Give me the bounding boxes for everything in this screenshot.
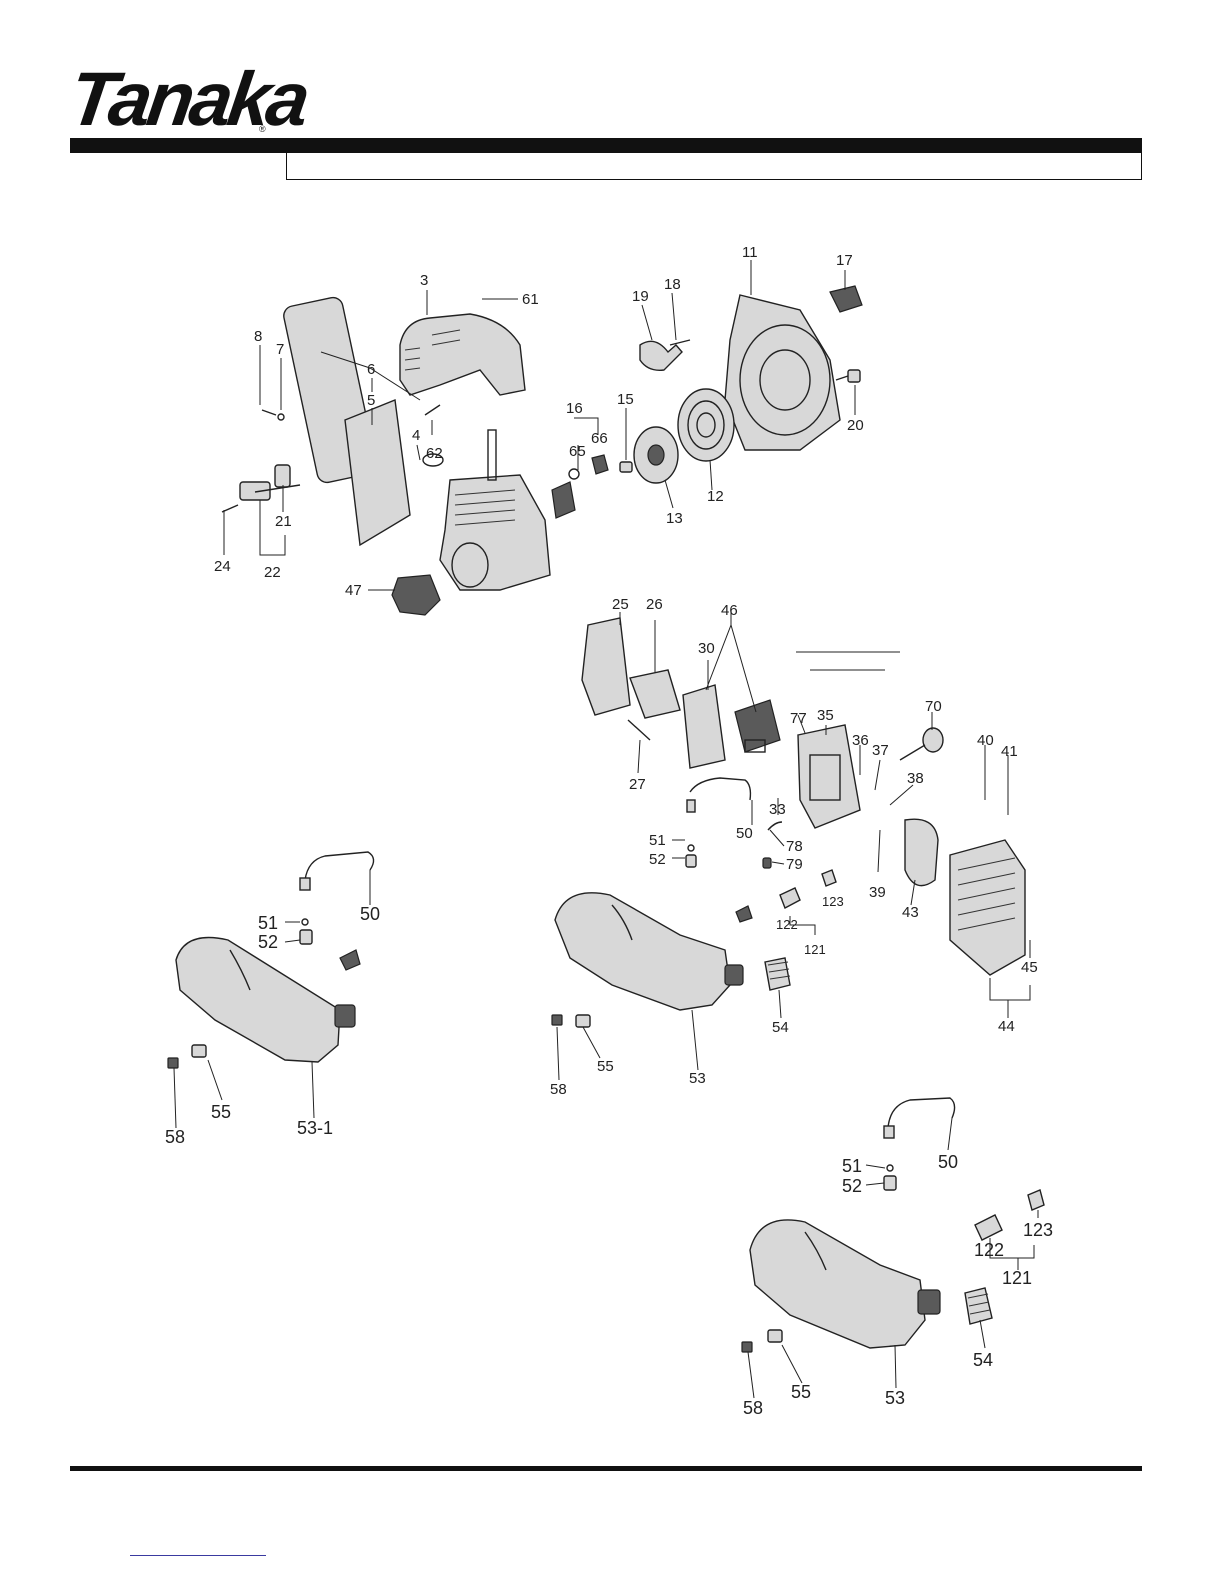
callout-label: 3 <box>420 272 428 289</box>
callout-label: 24 <box>214 558 231 575</box>
callout-label: 33 <box>769 801 786 818</box>
clutch-shoe-47 <box>392 575 440 615</box>
callout-label: 52 <box>258 932 278 952</box>
fuel-tank-53 <box>555 893 752 1010</box>
callout-label: 51 <box>649 832 666 849</box>
callout-label: 50 <box>360 904 380 924</box>
callout-label: 25 <box>612 596 629 613</box>
callout-label: 65 <box>569 443 586 460</box>
callout-label: 62 <box>426 445 443 462</box>
recoil-spring-12 <box>678 389 734 461</box>
callout-label: 51 <box>842 1156 862 1176</box>
callout-label: 17 <box>836 252 853 269</box>
callout-label: 26 <box>646 596 663 613</box>
callout-label: 20 <box>847 417 864 434</box>
callout-label: 52 <box>842 1176 862 1196</box>
callout-label: 16 <box>566 400 583 417</box>
callout-label: 8 <box>254 328 262 345</box>
callout-label: 52 <box>649 851 666 868</box>
starter-housing-11 <box>725 295 840 450</box>
callout-label: 22 <box>264 564 281 581</box>
callout-label: 30 <box>698 640 715 657</box>
callout-label: 6 <box>367 361 375 378</box>
callout-label: 15 <box>617 391 634 408</box>
starter-pulley-13 <box>634 427 678 483</box>
callout-label: 79 <box>786 856 803 873</box>
callout-label: 27 <box>629 776 646 793</box>
callout-label: 35 <box>817 707 834 724</box>
starter-pawl-16 <box>552 455 632 518</box>
callout-label: 11 <box>742 244 758 261</box>
callout-label: 66 <box>591 430 608 447</box>
callout-label: 122 <box>776 917 798 932</box>
callout-label: 50 <box>736 825 753 842</box>
callout-label: 13 <box>666 510 683 527</box>
callout-label: 58 <box>165 1127 185 1147</box>
callout-label: 53 <box>885 1388 905 1408</box>
choke-knob-70 <box>900 728 943 760</box>
fuel-line-bottom <box>884 1098 955 1138</box>
callout-label: 12 <box>707 488 724 505</box>
callout-label: 53 <box>689 1070 706 1087</box>
callout-label: 54 <box>772 1019 789 1036</box>
callout-label: 54 <box>973 1350 993 1370</box>
callout-label: 37 <box>872 742 889 759</box>
callout-label: 7 <box>276 341 284 358</box>
callout-label: 39 <box>869 884 886 901</box>
callout-label: 38 <box>907 770 924 787</box>
callout-label: 78 <box>786 838 803 855</box>
callout-label: 122 <box>974 1240 1004 1260</box>
fuel-line-left <box>300 852 374 890</box>
callout-label: 77 <box>790 710 807 727</box>
callout-label: 121 <box>804 942 826 957</box>
callout-label: 121 <box>1002 1268 1032 1288</box>
callout-label: 5 <box>367 392 375 409</box>
muffler-gasket-5 <box>345 400 410 545</box>
callout-label: 47 <box>345 582 362 599</box>
footer-link-underline[interactable] <box>130 1555 266 1556</box>
air-cleaner-case-35 <box>798 725 860 828</box>
carburetor-adapter-26 <box>628 670 680 740</box>
footer-rule <box>70 1466 1142 1471</box>
callout-label: 41 <box>1001 743 1018 760</box>
callout-label: 55 <box>597 1058 614 1075</box>
callout-label: 51 <box>258 913 278 933</box>
callout-label: 53-1 <box>297 1118 333 1138</box>
callout-label: 19 <box>632 288 649 305</box>
callout-label: 40 <box>977 732 994 749</box>
fuel-line-50 <box>687 778 750 812</box>
starter-handle-19 <box>640 340 690 370</box>
callout-label: 43 <box>902 904 919 921</box>
air-filter-43 <box>905 819 938 885</box>
callout-label: 123 <box>1023 1220 1053 1240</box>
callout-label: 123 <box>822 894 844 909</box>
air-cleaner-cover-44 <box>950 840 1025 975</box>
callout-label: 61 <box>522 291 539 308</box>
callout-label: 36 <box>852 732 869 749</box>
callout-label: 50 <box>938 1152 958 1172</box>
starter-grip-17 <box>830 286 862 312</box>
callout-label: 55 <box>211 1102 231 1122</box>
callout-label: 4 <box>412 427 420 444</box>
callout-label: 58 <box>743 1398 763 1418</box>
callout-label: 70 <box>925 698 942 715</box>
starter-bolt-20 <box>836 370 860 382</box>
engine-cover-3 <box>400 314 525 395</box>
air-filter-plate-25 <box>582 618 630 715</box>
gasket-30 <box>683 685 725 768</box>
callout-label: 58 <box>550 1081 567 1098</box>
callout-label: 21 <box>275 513 292 530</box>
callout-label: 45 <box>1021 959 1038 976</box>
fuel-cap-54 <box>765 958 790 990</box>
callout-label: 44 <box>998 1018 1015 1035</box>
cylinder-block <box>440 430 550 590</box>
callout-label: 46 <box>721 602 738 619</box>
carburetor-46 <box>735 700 780 752</box>
callout-label: 55 <box>791 1382 811 1402</box>
callout-label: 18 <box>664 276 681 293</box>
